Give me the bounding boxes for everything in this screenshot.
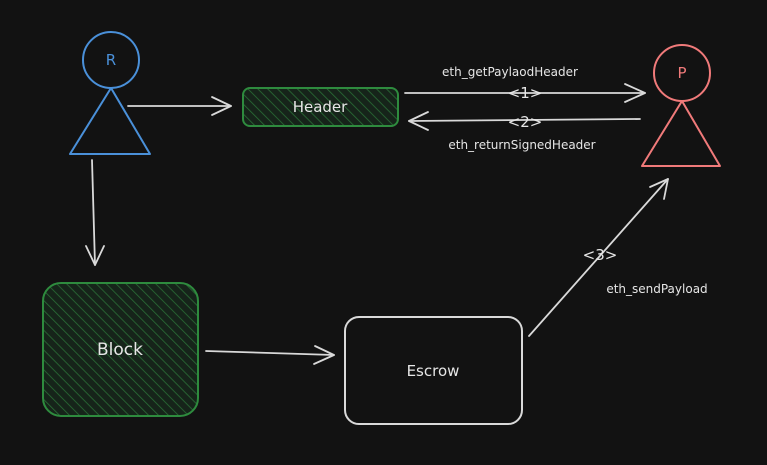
header-box [242,87,399,127]
edge-return-header-step: <2> [508,113,543,131]
arrow-r-to-header [127,96,232,116]
block-node[interactable]: Block [42,282,199,417]
header-node[interactable]: Header [242,87,399,127]
header-label: Header [293,98,348,116]
edge-return-header-method: eth_returnSignedHeader [448,138,595,152]
arrow-return-header [408,111,641,131]
actor-p-label: P [677,64,686,82]
block-box [42,282,199,417]
actor-r-body [69,87,151,155]
escrow-box [344,316,523,425]
arrow-get-header [404,83,646,103]
actor-r[interactable]: R [69,31,151,155]
arrow-send-payload [528,178,669,337]
block-label: Block [97,340,143,360]
edge-send-payload-method: eth_sendPayload [606,282,707,296]
actor-p-body [641,100,721,167]
actor-p[interactable]: P [641,44,721,167]
edge-get-header-method: eth_getPaylaodHeader [442,65,578,79]
arrow-block-to-escrow [205,345,335,365]
escrow-label: Escrow [407,362,460,380]
edge-get-header-step: <1> [508,84,543,102]
arrow-r-to-block [85,159,105,266]
actor-r-label: R [106,51,116,69]
edge-send-payload-step: <3> [583,246,618,264]
escrow-node[interactable]: Escrow [344,316,523,425]
